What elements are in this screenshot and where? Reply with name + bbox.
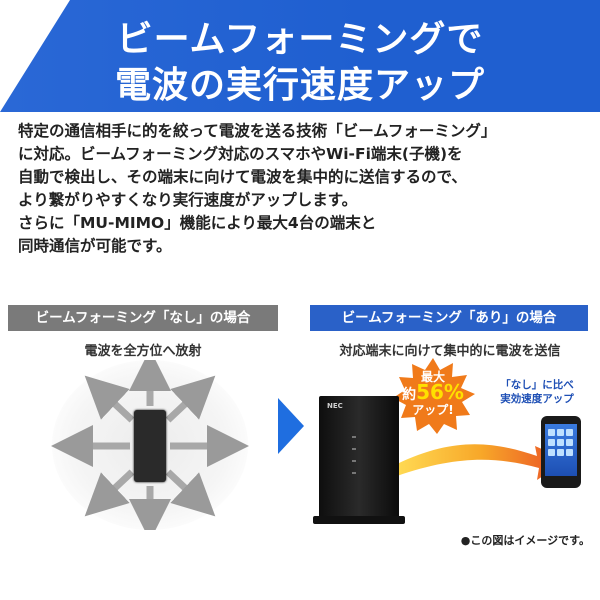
app-icon [548, 429, 555, 436]
burst-number: 56% [416, 380, 464, 404]
description-line: 特定の通信相手に的を絞って電波を送る技術「ビームフォーミング」 [18, 122, 497, 140]
compare-line2: 実効速度アップ [500, 393, 574, 405]
led-indicator [352, 472, 356, 474]
app-icon [566, 449, 573, 456]
right-panel-caption: 対応端末に向けて集中的に電波を送信 [339, 344, 561, 359]
app-icon [566, 439, 573, 446]
left-panel-header: ビームフォーミング「なし」の場合 [8, 305, 278, 331]
beamforming-diagram: 最大 約56% アップ! NEC 「なし」に比べ 実効速度アップ [305, 356, 595, 536]
router-icon: NEC [319, 396, 399, 524]
description-line: に対応。ビームフォーミング対応のスマホやWi-Fi端末(子機)を [18, 145, 463, 163]
radiating-arrows-icon [51, 360, 249, 530]
burst-line2: 約56% [391, 382, 475, 403]
banner-title-line2: 電波の実行速度アップ [114, 65, 485, 106]
description-line: 同時通信が可能です。 [18, 237, 172, 255]
description: 特定の通信相手に的を絞って電波を送る技術「ビームフォーミング」 に対応。ビームフ… [18, 120, 588, 258]
burst-label: 最大 約56% アップ! [391, 370, 475, 418]
description-line: 自動で検出し、その端末に向けて電波を集中的に送信するので、 [18, 168, 467, 186]
burst-line1: 最大 [420, 370, 445, 384]
led-indicator [352, 436, 356, 438]
beam-icon [397, 444, 567, 480]
description-line: より繋がりやすくなり実行速度がアップします。 [18, 191, 358, 209]
left-panel-caption: 電波を全方位へ放射 [84, 344, 202, 359]
burst-line3: アップ! [412, 403, 454, 417]
app-icon [548, 449, 555, 456]
led-indicator [352, 448, 356, 450]
app-icon [548, 439, 555, 446]
app-icon [557, 449, 564, 456]
compare-line1: 「なし」に比べ [500, 379, 574, 391]
app-icon [557, 429, 564, 436]
banner-title-line1: ビームフォーミングで [116, 19, 484, 60]
right-panel-header: ビームフォーミング「あり」の場合 [310, 305, 588, 331]
phone-screen [545, 424, 577, 476]
led-indicator [352, 460, 356, 462]
image-note: ●この図はイメージです。 [460, 534, 590, 547]
description-line: さらに「MU-MIMO」機能により最大4台の端末と [18, 214, 377, 232]
router-stand [313, 516, 405, 524]
header-banner: ビームフォーミングで 電波の実行速度アップ [0, 0, 600, 112]
burst-prefix: 約 [402, 387, 417, 403]
app-icon [566, 429, 573, 436]
app-icon [557, 439, 564, 446]
omnidirectional-diagram [42, 360, 258, 530]
router-brand: NEC [327, 402, 343, 410]
banner-background [0, 0, 600, 112]
smartphone-icon [541, 416, 581, 488]
router-icon [134, 410, 166, 482]
chevron-right-icon [278, 398, 304, 454]
speed-comparison-label: 「なし」に比べ 実効速度アップ [487, 378, 587, 406]
burst-badge-icon [393, 358, 475, 434]
